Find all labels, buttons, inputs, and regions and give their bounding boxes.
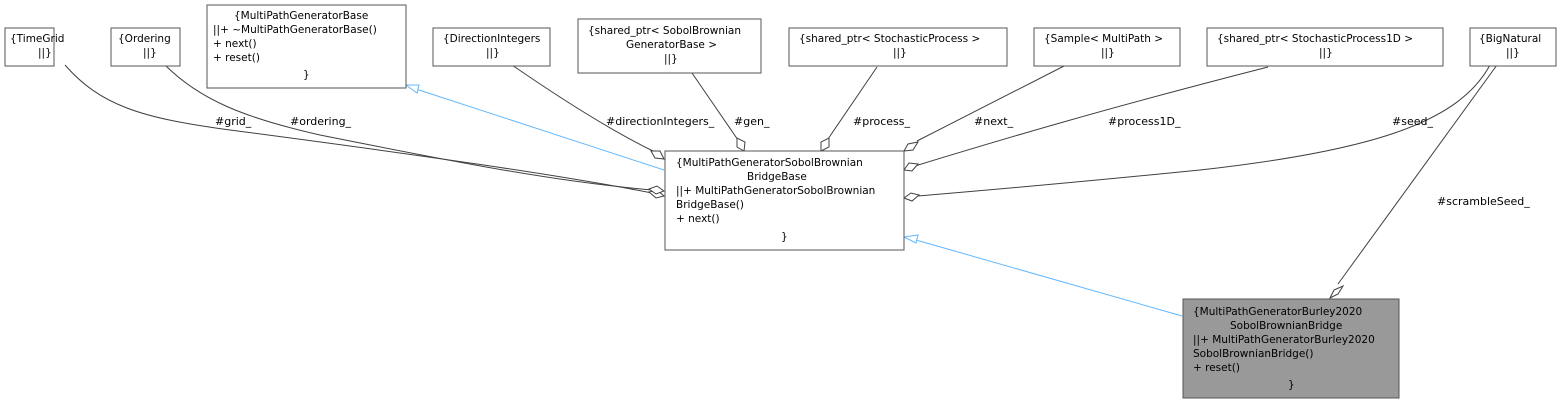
label-grid: #grid_ (215, 115, 252, 128)
label-scrambleseed: #scrambleSeed_ (1437, 195, 1530, 208)
node-sobolgen-line3: ||} (664, 53, 678, 65)
diamond-next (903, 141, 920, 152)
node-ordering[interactable]: {Ordering ||} (110, 27, 181, 67)
label-process1d: #process1D_ (1108, 115, 1181, 128)
edge-process1d (914, 66, 1269, 167)
node-ordering-line2: ||} (143, 47, 157, 59)
node-ordering-line1: {Ordering (118, 33, 171, 45)
node-burley-line4: SobolBrownianBridge() (1193, 348, 1313, 360)
diamond-process1d (903, 162, 919, 172)
edge-gen (691, 72, 739, 141)
diamond-ordering (647, 185, 666, 195)
node-sobolgen-line2: GeneratorBase > (626, 39, 717, 51)
edge-inherit-center (915, 239, 1183, 317)
node-multipathgeneratorburley2020sobolbrownianbridge[interactable]: {MultiPathGeneratorBurley2020 SobolBrown… (1182, 298, 1400, 399)
diamond-process (820, 137, 830, 152)
node-bignatural[interactable]: {BigNatural ||} (1469, 27, 1557, 67)
node-mpgbase-line4: + reset() (213, 52, 260, 64)
node-timegrid[interactable]: {TimeGrid ||} (4, 27, 64, 67)
node-burley-line2: SobolBrownianBridge (1230, 320, 1342, 332)
node-burley-line5: + reset() (1193, 362, 1240, 374)
label-process: #process_ (853, 115, 910, 128)
edge-labels: #grid_ #ordering_ #directionIntegers_ #g… (215, 115, 1530, 208)
label-gen: #gen_ (734, 115, 770, 128)
edge-next (916, 64, 1067, 142)
node-center-line5: + next() (676, 213, 720, 225)
edge-scrambleseed (1337, 64, 1498, 285)
node-sobolgen-line1: {shared_ptr< SobolBrownian (588, 25, 741, 37)
node-center-line3: ||+ MultiPathGeneratorSobolBrownian (676, 185, 875, 197)
triangle-inherit-mpgbase (404, 84, 420, 94)
node-center-line2: BridgeBase (747, 171, 807, 183)
edges (64, 64, 1498, 317)
node-center-line6: } (781, 231, 788, 243)
diamond-scrambleseed (1328, 284, 1345, 300)
edge-markers (404, 84, 1345, 300)
node-timegrid-line2: ||} (38, 47, 52, 59)
node-directionintegers[interactable]: {DirectionIntegers ||} (432, 27, 551, 67)
node-burley-line1: {MultiPathGeneratorBurley2020 (1193, 306, 1362, 318)
node-dirint-line2: ||} (486, 47, 500, 59)
node-center-line1: {MultiPathGeneratorSobolBrownian (676, 157, 863, 169)
node-mpgbase-line5: } (303, 69, 310, 81)
diamond-gen (736, 137, 746, 152)
edge-inherit-mpgbase (415, 88, 665, 171)
node-shared-ptr-stochasticprocess[interactable]: {shared_ptr< StochasticProcess > ||} (788, 27, 1008, 67)
node-sample-line1: {Sample< MultiPath > (1044, 33, 1163, 45)
node-stochproc1d-line2: ||} (1319, 47, 1333, 59)
edge-grid (64, 64, 653, 194)
node-shared-ptr-stochasticprocess1d[interactable]: {shared_ptr< StochasticProcess1D > ||} (1206, 27, 1444, 67)
node-shared-ptr-sobolbrownian[interactable]: {shared_ptr< SobolBrownian GeneratorBase… (577, 18, 762, 74)
node-sample-multipath[interactable]: {Sample< MultiPath > ||} (1033, 27, 1181, 67)
diamond-directionintegers (650, 150, 665, 160)
node-dirint-line1: {DirectionIntegers (443, 33, 540, 45)
node-sample-line2: ||} (1101, 47, 1115, 59)
edge-directionintegers (511, 64, 656, 153)
node-burley-line3: ||+ MultiPathGeneratorBurley2020 (1193, 334, 1375, 346)
node-stochproc1d-line1: {shared_ptr< StochasticProcess1D > (1217, 33, 1413, 45)
node-mpgbase-line2: ||+ ~MultiPathGeneratorBase() (213, 24, 377, 36)
edge-seed (917, 64, 1491, 197)
label-directionintegers: #directionIntegers_ (606, 115, 715, 128)
node-multipathgeneratorsobolbrownianbridgebase[interactable]: {MultiPathGeneratorSobolBrownian BridgeB… (664, 150, 905, 251)
node-bignatural-line1: {BigNatural (1479, 33, 1541, 45)
node-mpgbase-line3: + next() (213, 38, 257, 50)
node-stochproc-line2: ||} (893, 47, 907, 59)
node-mpgbase-line1: {MultiPathGeneratorBase (234, 10, 368, 22)
node-bignatural-line2: ||} (1506, 47, 1520, 59)
triangle-inherit-center (902, 234, 919, 244)
node-center-line4: BridgeBase() (676, 199, 744, 211)
edge-ordering (164, 64, 653, 191)
label-next: #next_ (974, 115, 1014, 128)
edge-process (827, 66, 878, 140)
diamond-seed (902, 192, 921, 202)
label-seed: #seed_ (1392, 115, 1433, 128)
label-ordering: #ordering_ (290, 115, 352, 128)
node-timegrid-line1: {TimeGrid (10, 33, 64, 45)
node-burley-line6: } (1288, 379, 1295, 391)
node-stochproc-line1: {shared_ptr< StochasticProcess > (799, 33, 980, 45)
node-multipathgeneratorbase[interactable]: {MultiPathGeneratorBase ||+ ~MultiPathGe… (206, 4, 407, 89)
